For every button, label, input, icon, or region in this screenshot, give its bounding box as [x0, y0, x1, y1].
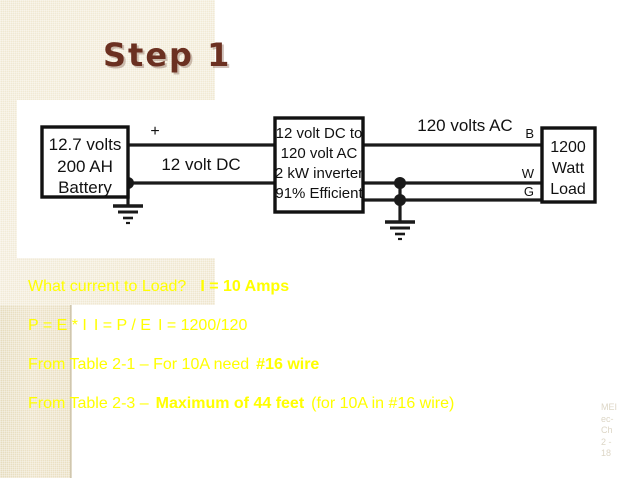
ground-symbol-dc-icon: [113, 204, 143, 225]
bullet-3-part-2: #16 wire: [256, 356, 320, 373]
dc-plus-label: +: [150, 123, 159, 140]
inverter-line-4: 91% Efficient: [275, 185, 363, 202]
inverter-line-1: 12 volt DC to: [276, 125, 363, 142]
ac-bus-label: 120 volts AC: [417, 116, 512, 135]
battery-line-2: 200 AH: [57, 157, 113, 176]
bullet-list: What current to Load? I = 10 Amps P = E *…: [28, 278, 628, 434]
bullet-line-2: P = E * I I = P / E I = 1200/120: [28, 317, 628, 335]
ground-symbol-ac-icon: [385, 220, 415, 241]
bullet-3-part-1: From Table 2-1 – For 10A need: [28, 356, 250, 373]
footer-reference: MEI ec- Ch 2 - 18: [601, 402, 635, 460]
inverter-block: 12 volt DC to 120 volt AC 2 kW inverter …: [273, 116, 365, 214]
dc-bus-label: 12 volt DC: [161, 155, 240, 174]
bullet-2-part-3: I = 1200/120: [157, 317, 248, 334]
bullet-line-1: What current to Load? I = 10 Amps: [28, 278, 628, 296]
battery-block: 12.7 volts 200 AH Battery: [40, 125, 130, 199]
load-line-3: Load: [550, 181, 586, 198]
footer-line-5: 18: [601, 448, 612, 458]
bullet-4-part-2: Maximum of 44 feet: [155, 395, 305, 412]
load-line-2: Watt: [552, 160, 585, 177]
conductor-label-white: W: [522, 166, 535, 181]
bullet-line-4: From Table 2-3 – Maximum of 44 feet (for 1…: [28, 395, 628, 413]
bullet-2-part-2: I = P / E: [93, 317, 151, 334]
conductor-label-ground: G: [524, 184, 534, 199]
footer-line-3: Ch: [601, 425, 613, 435]
bullet-4-part-1: From Table 2-3 –: [28, 395, 149, 412]
inverter-line-2: 120 volt AC: [281, 145, 358, 162]
circuit-diagram-svg: 12.7 volts 200 AH Battery + 12 volt DC 1…: [17, 100, 602, 258]
footer-line-4: 2 -: [601, 436, 612, 447]
battery-line-3: Battery: [58, 178, 112, 197]
footer-line-2: ec-: [601, 413, 614, 424]
page-title: Step 1: [103, 36, 232, 74]
bullet-line-3: From Table 2-1 – For 10A need #16 wire: [28, 356, 628, 374]
footer-line-1: MEI: [601, 402, 618, 412]
battery-line-1: 12.7 volts: [49, 135, 122, 154]
bullet-2-part-1: P = E * I: [28, 317, 87, 334]
conductor-label-black: B: [525, 126, 534, 141]
bullet-1-part-1: What current to Load?: [28, 278, 187, 295]
bullet-4-part-3: (for 10A in #16 wire): [311, 395, 455, 412]
bullet-1-part-2: I = 10 Amps: [200, 278, 290, 295]
load-line-1: 1200: [550, 139, 586, 156]
load-block: 1200 Watt Load: [540, 126, 597, 204]
circuit-diagram-image: 12.7 volts 200 AH Battery + 12 volt DC 1…: [17, 100, 602, 258]
inverter-line-3: 2 kW inverter: [275, 165, 363, 182]
